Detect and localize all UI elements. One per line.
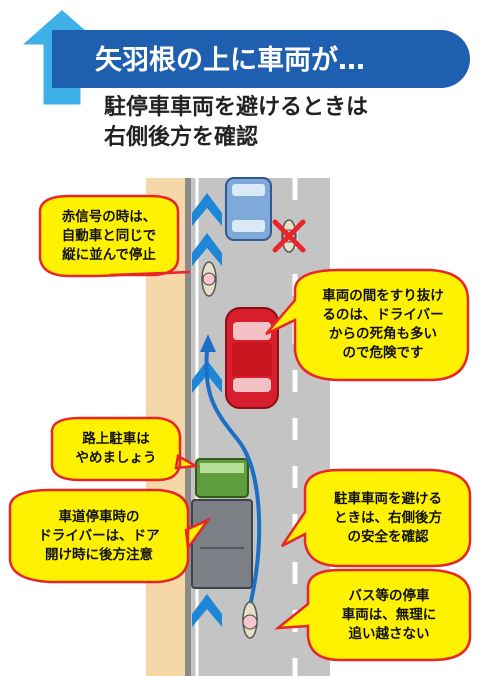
parked-truck (191, 458, 253, 589)
bubble-no-parking (50, 416, 201, 482)
cyclist-bottom (242, 601, 258, 639)
page-subtitle: 駐停車車両を避けるときは 右側後方を確認 (104, 95, 369, 150)
cyclist-path (204, 339, 262, 607)
bubble-stopping (8, 488, 212, 584)
callout-no-parking: 路上駐車は やめましょう (75, 431, 157, 466)
blue-car (225, 177, 272, 241)
lane-arrow-icon (192, 594, 222, 627)
path-arrowhead-icon (200, 334, 216, 352)
cyclist-crossed (272, 219, 306, 253)
curb (185, 178, 191, 676)
bubble-avoid-parked (280, 468, 472, 568)
red-car (225, 307, 279, 409)
callout-slip-through: 車両の間をすり抜け るのは、ドライバー からの死角も多い ので危険です (322, 288, 444, 361)
bubble-no-overtake (274, 568, 472, 662)
bubble-red-light (38, 194, 191, 278)
cyclist-left (201, 261, 217, 297)
lane-arrow-icon (192, 193, 222, 226)
cross-mark-icon (272, 219, 306, 253)
callout-red-light: 赤信号の時は、 自動車と同じで 縦に並んで停止 (61, 208, 157, 263)
lane-arrow-icon (192, 233, 222, 266)
callout-no-overtake: バス等の停車 車両は、無理に 追い越さない (341, 587, 437, 642)
callout-avoid-parked: 駐車車両を避ける ときは、右側後方 の安全を確認 (334, 490, 442, 545)
bubble-slip-through (265, 268, 470, 382)
callout-stopping: 車道停車時の ドライバーは、ドア 開け時に後方注意 (38, 508, 160, 563)
header-banner (52, 30, 470, 88)
page-title: 矢羽根の上に車両が… (95, 45, 365, 76)
